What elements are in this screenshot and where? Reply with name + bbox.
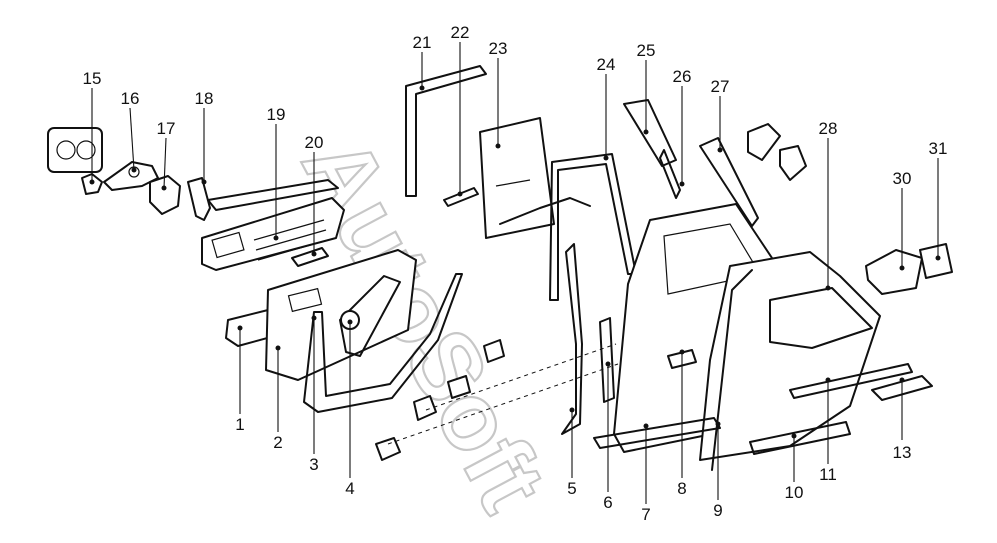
part-21-glass-run-channel[interactable] [405, 65, 487, 197]
callout-13: 13 [893, 443, 912, 462]
callout-1: 1 [235, 415, 244, 434]
callout-10: 10 [785, 483, 804, 502]
callout-28: 28 [819, 119, 838, 138]
part-19-armrest-pocket[interactable] [201, 179, 345, 271]
part-27-quarter-frame[interactable] [699, 137, 759, 227]
callout-20: 20 [305, 133, 324, 152]
callout-15: 15 [83, 69, 102, 88]
callout-27: 27 [711, 77, 730, 96]
part-15-mirror-housing[interactable] [47, 127, 103, 195]
loose-bracket-top-right [747, 123, 807, 181]
part-10-lower-molding[interactable] [749, 421, 851, 455]
callout-18: 18 [195, 89, 214, 108]
callout-7: 7 [641, 505, 650, 524]
part-25-quarter-glass[interactable] [623, 99, 677, 167]
part-22-sash[interactable] [443, 187, 479, 207]
loose-clips [375, 339, 619, 461]
part-28-rear-door-frame[interactable] [769, 287, 873, 349]
part-17-latch[interactable] [149, 175, 181, 215]
part-3-weatherstrip[interactable] [303, 273, 463, 413]
callout-25: 25 [637, 41, 656, 60]
callout-9: 9 [713, 501, 722, 520]
callout-30: 30 [893, 169, 912, 188]
part-26-quarter-seal[interactable] [659, 149, 681, 199]
part-11-belt-molding[interactable] [789, 363, 913, 399]
part-24-division-bar[interactable] [549, 153, 637, 301]
leader-dots [89, 85, 941, 439]
part-5-channel-lower[interactable] [561, 243, 583, 435]
part-20-clip[interactable] [291, 247, 329, 267]
part-7-sill-molding[interactable] [593, 417, 721, 449]
callout-24: 24 [597, 55, 616, 74]
callout-22: 22 [451, 23, 470, 42]
callout-3: 3 [309, 455, 318, 474]
callout-17: 17 [157, 119, 176, 138]
part-9-weatherstrip[interactable] [711, 269, 753, 471]
rear-door-shell [699, 251, 881, 461]
part-31-striker[interactable] [919, 243, 953, 279]
callout-11: 11 [819, 465, 837, 484]
callout-2: 2 [273, 433, 282, 452]
callout-23: 23 [489, 39, 508, 58]
leader-lines [91, 42, 939, 504]
part-18-handle[interactable] [187, 177, 211, 221]
callout-16: 16 [121, 89, 140, 108]
callout-6: 6 [603, 493, 612, 512]
callout-26: 26 [673, 67, 692, 86]
callout-4: 4 [345, 479, 354, 498]
callout-numbers: 15 16 17 18 19 20 21 22 23 24 25 26 27 2… [83, 23, 948, 524]
callout-31: 31 [929, 139, 948, 158]
part-23-door-glass[interactable] [479, 117, 591, 239]
callout-21: 21 [413, 33, 432, 52]
callout-19: 19 [267, 105, 286, 124]
part-30-lock-actuator[interactable] [865, 249, 923, 295]
callout-8: 8 [677, 479, 686, 498]
callout-5: 5 [567, 479, 576, 498]
part-6-vertical-molding[interactable] [599, 317, 615, 403]
